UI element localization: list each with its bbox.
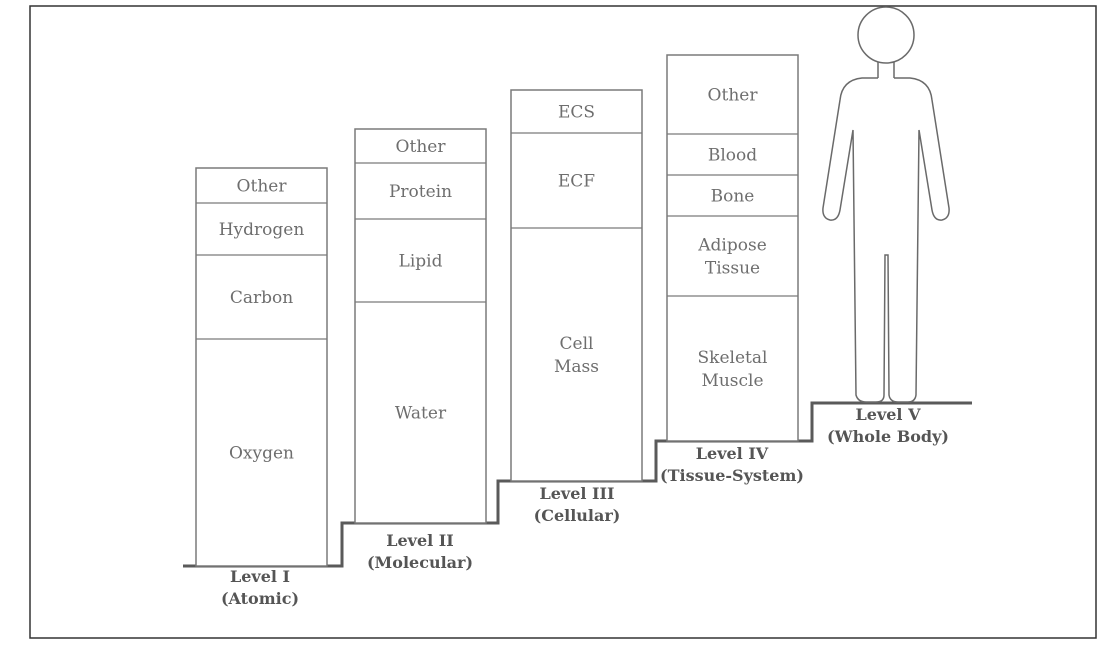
- segment-label-water: Water: [395, 404, 447, 424]
- diagram-frame: [29, 5, 1097, 639]
- segment-label-bone: Bone: [711, 187, 755, 207]
- level-sublabel-tissue-system: (Tissue-System): [660, 466, 804, 485]
- segment-label-blood: Blood: [708, 146, 757, 166]
- segment-label-lipid: Lipid: [399, 252, 443, 272]
- level-label-level-i: Level I: [230, 567, 290, 586]
- level-labels: Level I (Atomic) Level II (Molecular) Level …: [221, 405, 949, 608]
- level-label-level-iv: Level IV: [696, 444, 769, 463]
- level-sublabel-atomic: (Atomic): [221, 589, 299, 608]
- segment-label-other: Other: [237, 177, 288, 197]
- segment-label-protein: Protein: [389, 182, 452, 202]
- human-figure-icon: [822, 6, 950, 403]
- segment-label-carbon: Carbon: [230, 288, 293, 308]
- level-columns: OtherHydrogenCarbonOxygenOtherProteinLip…: [195, 54, 799, 567]
- column-box: [666, 54, 799, 442]
- level-sublabel-cellular: (Cellular): [534, 506, 621, 525]
- segment-label-hydrogen: Hydrogen: [219, 220, 305, 240]
- column-box: [510, 89, 643, 482]
- level-label-level-iii: Level III: [539, 484, 614, 503]
- column-box: [195, 167, 328, 567]
- level-label-level-v: Level V: [856, 405, 922, 424]
- segment-label-oxygen: Oxygen: [229, 444, 294, 464]
- segment-label-ecf: ECF: [558, 172, 595, 192]
- segment-label-other: Other: [396, 137, 447, 157]
- level-sublabel-molecular: (Molecular): [367, 553, 473, 572]
- level-sublabel-whole-body: (Whole Body): [827, 427, 949, 446]
- column-box: [354, 128, 487, 524]
- segment-label-ecs: ECS: [558, 103, 595, 123]
- level-label-level-ii: Level II: [386, 531, 454, 550]
- segment-label-other: Other: [708, 86, 759, 106]
